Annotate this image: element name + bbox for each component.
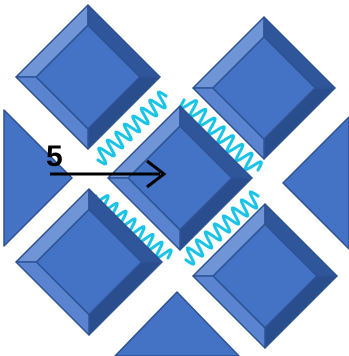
block-right-partial (283, 117, 349, 249)
block-top-right (193, 17, 335, 159)
blocks-layer (4, 5, 349, 356)
block-right-partial-face (283, 117, 349, 249)
force-label: 5 (46, 140, 63, 173)
